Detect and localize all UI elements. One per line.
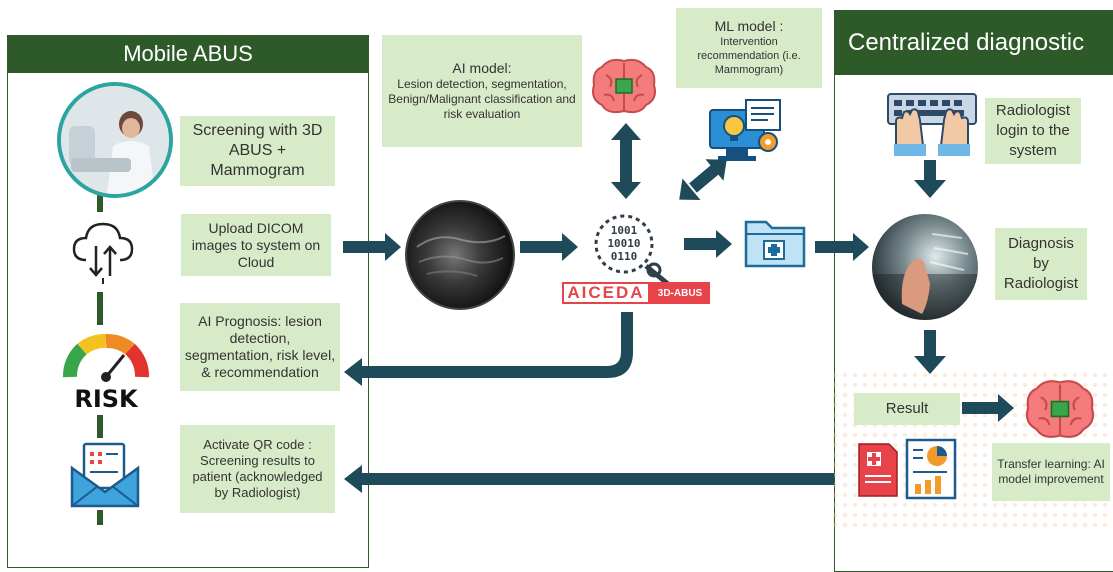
result-text: Result (885, 400, 929, 417)
svg-text:0110: 0110 (611, 250, 638, 263)
radiologist-login-box: Radiologist login to the system (985, 98, 1081, 164)
step-screening-box: Screening with 3D ABUS + Mammogram (180, 116, 335, 186)
ai-model-detail: Lesion detection, segmentation, Benign/M… (388, 76, 576, 121)
result-box: Result (854, 393, 960, 425)
flow-arrows (343, 123, 1014, 493)
risk-label: RISK (74, 385, 138, 413)
arrow-result-to-brain (962, 394, 1014, 422)
radiologist-login-text: Radiologist login to the system (995, 102, 1071, 159)
diagnosis-text: Diagnosis by Radiologist (1003, 235, 1079, 292)
ml-model-title: ML model : (714, 18, 784, 34)
step-screening-text: Screening with 3D ABUS + Mammogram (192, 122, 323, 179)
step-upload-box: Upload DICOM images to system on Cloud (181, 214, 331, 276)
arrow-ml-aiceda-bidirectional (679, 159, 727, 201)
step-upload-text: Upload DICOM images to system on Cloud (191, 219, 321, 270)
aiceda-logo-tag: 3D-ABUS (650, 282, 710, 304)
brain-chip-icon-improvement (1022, 376, 1098, 442)
ai-model-box: AI model: Lesion detection, segmentation… (382, 35, 582, 147)
svg-text:1001: 1001 (611, 224, 638, 237)
diagnosis-box: Diagnosis by Radiologist (995, 228, 1087, 300)
arrow-aiceda-to-folder (684, 230, 732, 258)
email-envelope-icon (68, 438, 142, 510)
screening-photo (57, 82, 173, 198)
medical-folder-icon (744, 212, 806, 268)
brain-chip-icon (590, 55, 658, 117)
ultrasound-scan-image (405, 200, 515, 310)
binary-magnifier-icon: 1001 10010 0110 (588, 210, 680, 290)
arrow-aiceda-to-prognosis (344, 312, 633, 386)
arrow-folder-to-diagnosis (815, 233, 869, 261)
centralized-diagnostic-title: Centralized diagnostic (834, 10, 1113, 75)
keyboard-login-icon (882, 88, 982, 156)
step-prognosis-box: AI Prognosis: lesion detection, segmenta… (180, 303, 340, 391)
ml-computer-icon (706, 96, 786, 172)
report-documents-icon (857, 436, 961, 502)
mobile-abus-title: Mobile ABUS (7, 35, 369, 73)
risk-gauge-icon: RISK (60, 325, 152, 415)
step-qr-box: Activate QR code : Screening results to … (180, 425, 335, 513)
arrow-results-to-qr (344, 465, 834, 493)
arrow-upload-to-scan (343, 233, 401, 261)
arrow-diagnosis-to-result (914, 330, 946, 374)
ml-model-box: ML model : Intervention recommendation (… (676, 8, 822, 88)
arrow-login-to-diagnosis (914, 160, 946, 198)
aiceda-logo-main: AICEDA (562, 282, 650, 304)
transfer-learning-text: Transfer learning: AI model improvement (997, 457, 1105, 486)
arrow-brain-aiceda-bidirectional (611, 123, 641, 199)
cloud-upload-icon (68, 212, 138, 292)
step-prognosis-text: AI Prognosis: lesion detection, segmenta… (184, 313, 336, 380)
ml-model-detail: Intervention recommendation (i.e. Mammog… (697, 36, 801, 76)
step-qr-text: Activate QR code : Screening results to … (192, 437, 323, 500)
ai-model-title: AI model: (452, 59, 512, 76)
svg-text:10010: 10010 (607, 237, 640, 250)
arrow-scan-to-aiceda (520, 233, 578, 261)
aiceda-logo: AICEDA 3D-ABUS (562, 282, 712, 304)
transfer-learning-box: Transfer learning: AI model improvement (992, 443, 1110, 501)
